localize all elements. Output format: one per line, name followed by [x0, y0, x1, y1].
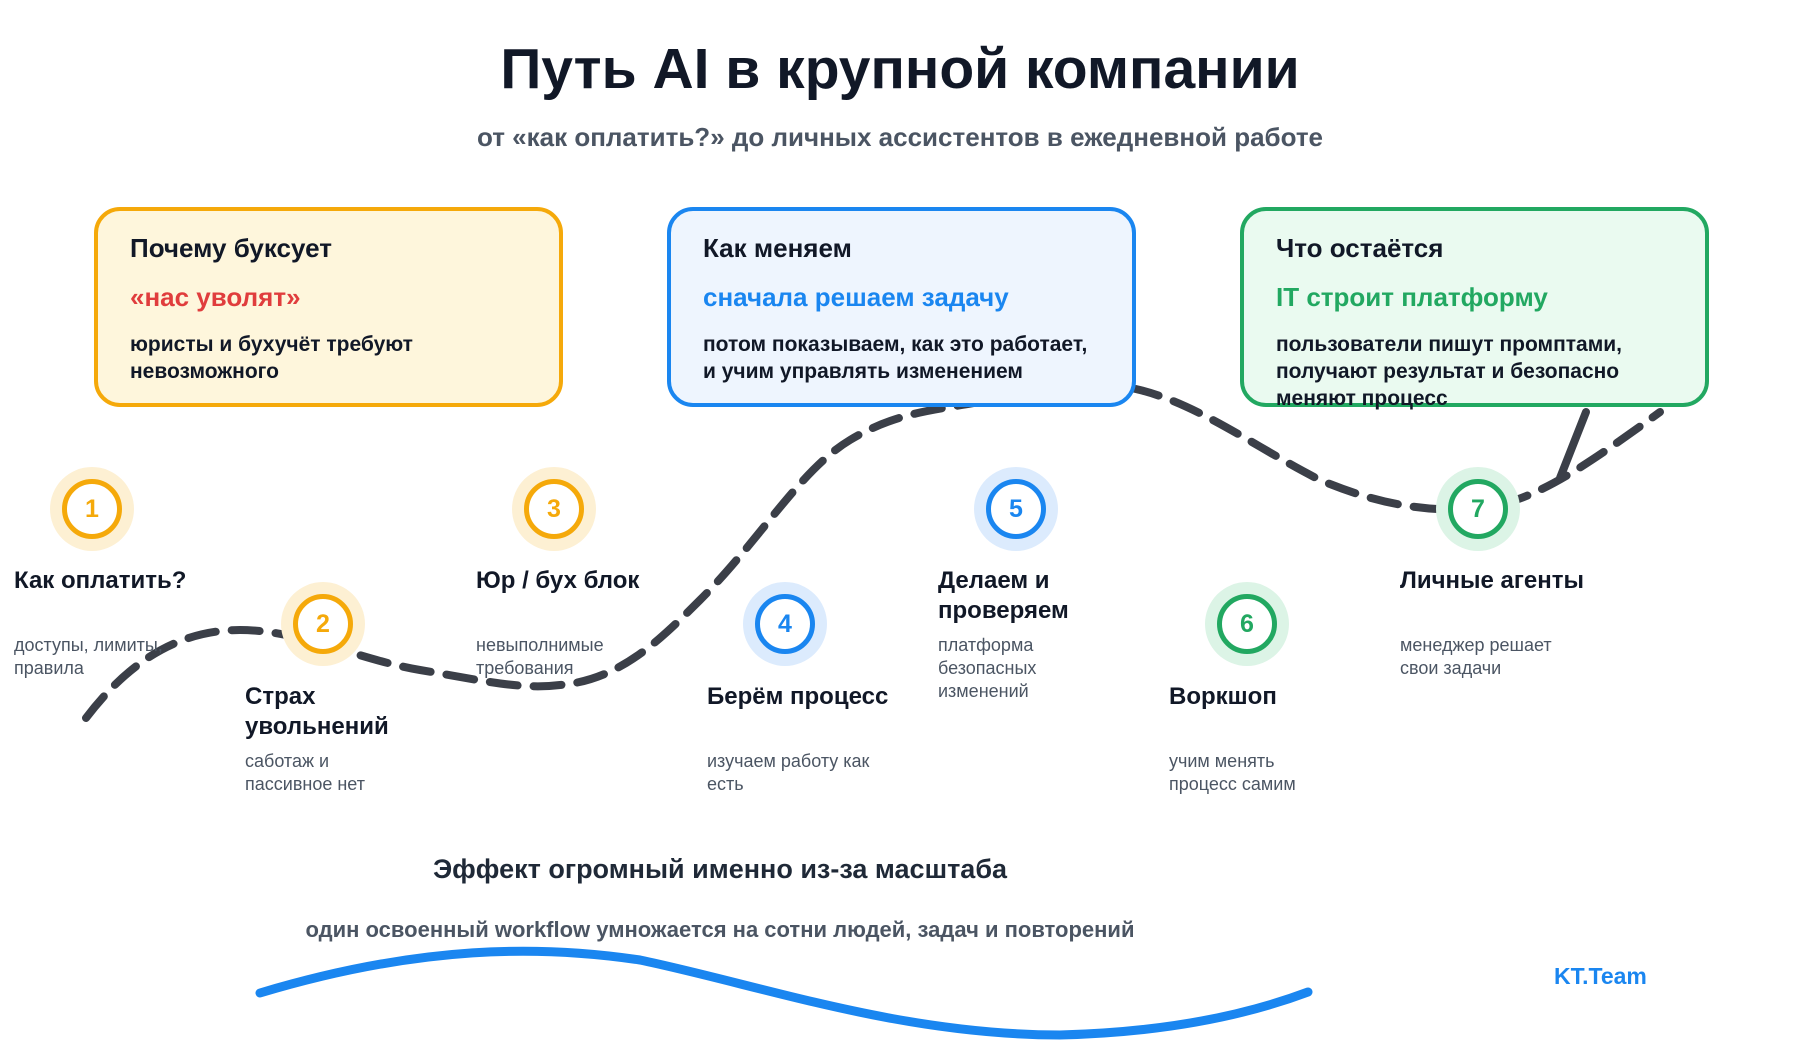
brand-logo-text: KT.Team	[1554, 963, 1647, 989]
card-body-line: невозможного	[130, 360, 279, 383]
page-subtitle: от «как оплатить?» до личных ассистентов…	[476, 122, 1324, 152]
connector-line	[1556, 408, 1590, 482]
step-3-title: Юр / бух блок	[476, 566, 716, 596]
step-desc-line: пассивное нет	[245, 774, 365, 794]
step-6-desc: учим менять процесс самим	[1169, 750, 1369, 796]
card-body: пользователи пишут промптами, получают р…	[1276, 331, 1673, 412]
card-heading: Почему буксует	[130, 233, 332, 263]
step-7-desc: менеджер решает свои задачи	[1400, 634, 1600, 680]
step-4-title: Берём процесс	[707, 682, 947, 712]
step-title-line: Как оплатить?	[14, 567, 187, 594]
card-accent: «нас уволят»	[130, 282, 301, 312]
card-body-line: пользователи пишут промптами,	[1276, 333, 1623, 356]
step-number: 5	[986, 479, 1046, 539]
step-6-title: Воркшоп	[1169, 682, 1409, 712]
step-number: 7	[1448, 479, 1508, 539]
step-number: 4	[755, 594, 815, 654]
step-number: 3	[524, 479, 584, 539]
step-2-node: 2	[281, 582, 365, 666]
step-4-node: 4	[743, 582, 827, 666]
step-desc-line: безопасных	[938, 658, 1037, 678]
step-6-node: 6	[1205, 582, 1289, 666]
step-title-line: Личные агенты	[1400, 567, 1584, 594]
step-1-desc: доступы, лимиты, правила	[14, 634, 214, 680]
step-2-desc: саботаж и пассивное нет	[245, 750, 445, 796]
card-body-line: меняют процесс	[1276, 387, 1448, 410]
step-5-node: 5	[974, 467, 1058, 551]
step-desc-line: учим менять	[1169, 751, 1275, 771]
step-number: 2	[293, 594, 353, 654]
step-1-node: 1	[50, 467, 134, 551]
step-desc-line: доступы, лимиты,	[14, 635, 163, 655]
card-accent: IT строит платформу	[1276, 282, 1548, 312]
step-title-line: проверяем	[938, 597, 1069, 624]
step-desc-line: требования	[476, 658, 574, 678]
card-body: юристы и бухучёт требуют невозможного	[130, 331, 527, 385]
scale-wave	[255, 946, 1313, 1040]
step-desc-line: саботаж и	[245, 751, 330, 771]
step-4-desc: изучаем работу как есть	[707, 750, 907, 796]
card-why-stuck: Почему буксует «нас уволят» юристы и бух…	[94, 207, 563, 407]
step-7-node: 7	[1436, 467, 1520, 551]
step-title-line: Страх	[245, 683, 316, 710]
card-body-line: юристы и бухучёт требуют	[130, 333, 413, 356]
card-how-change: Как меняем сначала решаем задачу потом п…	[667, 207, 1136, 407]
step-desc-line: свои задачи	[1400, 658, 1502, 678]
journey-dashed-path	[82, 380, 1664, 722]
card-body-line: получают результат и безопасно	[1276, 360, 1620, 383]
step-desc-line: изменений	[938, 681, 1029, 701]
step-title-line: увольнений	[245, 713, 389, 740]
step-desc-line: есть	[707, 774, 744, 794]
step-title-line: Берём процесс	[707, 683, 889, 710]
scale-effect-title: Эффект огромный именно из-за масштаба	[432, 854, 1008, 884]
step-5-title: Делаем и проверяем	[938, 566, 1178, 626]
step-title-line: Делаем и	[938, 567, 1050, 594]
step-desc-line: правила	[14, 658, 84, 678]
step-number: 6	[1217, 594, 1277, 654]
card-heading: Что остаётся	[1276, 233, 1444, 263]
scale-effect-subtitle: один освоенный workflow умножается на со…	[305, 917, 1135, 942]
step-number: 1	[62, 479, 122, 539]
step-desc-line: менеджер решает	[1400, 635, 1552, 655]
step-title-line: Юр / бух блок	[476, 567, 640, 594]
card-accent: сначала решаем задачу	[703, 282, 1009, 312]
step-title-line: Воркшоп	[1169, 683, 1277, 710]
card-what-remains: Что остаётся IT строит платформу пользов…	[1240, 207, 1709, 410]
step-desc-line: процесс самим	[1169, 774, 1296, 794]
step-desc-line: изучаем работу как	[707, 751, 870, 771]
card-body: потом показываем, как это работает, и уч…	[703, 331, 1100, 385]
step-3-node: 3	[512, 467, 596, 551]
step-2-title: Страх увольнений	[245, 682, 485, 742]
step-7-title: Личные агенты	[1400, 566, 1640, 596]
step-1-title: Как оплатить?	[14, 566, 254, 596]
step-desc-line: невыполнимые	[476, 635, 604, 655]
step-5-desc: платформа безопасных изменений	[938, 634, 1138, 703]
card-heading: Как меняем	[703, 233, 852, 263]
step-desc-line: платформа	[938, 635, 1034, 655]
card-body-line: и учим управлять изменением	[703, 360, 1023, 383]
card-body-line: потом показываем, как это работает,	[703, 333, 1088, 356]
page-title: Путь AI в крупной компании	[500, 37, 1300, 101]
step-3-desc: невыполнимые требования	[476, 634, 676, 680]
